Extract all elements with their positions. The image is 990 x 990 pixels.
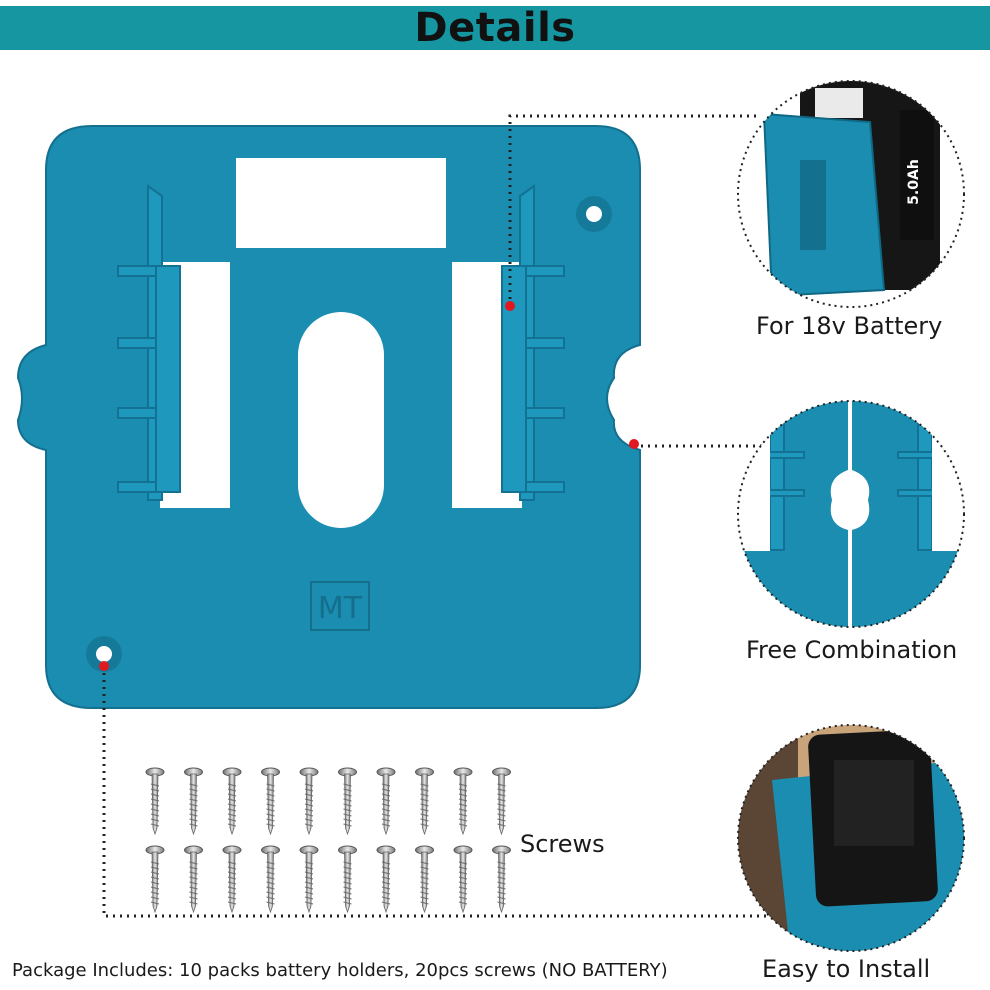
screw bbox=[261, 767, 280, 836]
screws-caption: Screws bbox=[520, 830, 605, 858]
screw bbox=[222, 767, 242, 836]
screws-image bbox=[145, 767, 511, 914]
screw bbox=[338, 845, 357, 914]
install-caption: Easy to Install bbox=[762, 955, 931, 983]
screw bbox=[453, 767, 473, 836]
battery-capacity-label: 5.0Ah bbox=[906, 159, 922, 205]
screw bbox=[338, 767, 357, 836]
screw bbox=[145, 845, 165, 914]
installed-thumbnail bbox=[737, 724, 965, 952]
screw bbox=[376, 767, 396, 836]
callout-leaders bbox=[102, 114, 770, 918]
screw bbox=[492, 845, 511, 914]
screw bbox=[376, 845, 396, 914]
screw-row bbox=[145, 767, 511, 836]
callout-markers bbox=[99, 301, 639, 671]
package-contents-note: Package Includes: 10 packs battery holde… bbox=[12, 960, 668, 981]
screw bbox=[299, 767, 319, 836]
screw bbox=[184, 845, 203, 914]
screw bbox=[222, 845, 242, 914]
screw bbox=[261, 845, 280, 914]
header-banner: Details bbox=[0, 5, 990, 51]
combination-caption: Free Combination bbox=[746, 636, 958, 664]
battery-holder-plate bbox=[16, 125, 641, 709]
screw-row bbox=[145, 845, 511, 914]
screw bbox=[415, 767, 434, 836]
screw bbox=[415, 845, 434, 914]
battery-caption: For 18v Battery bbox=[756, 312, 943, 340]
screw bbox=[299, 845, 319, 914]
combination-thumbnail bbox=[737, 400, 965, 628]
brand-logo: MT bbox=[318, 591, 363, 626]
screw bbox=[145, 767, 165, 836]
screw bbox=[492, 767, 511, 836]
screw bbox=[184, 767, 203, 836]
battery-fit-thumbnail bbox=[737, 80, 965, 308]
screw bbox=[453, 845, 473, 914]
page-title: Details bbox=[414, 5, 576, 51]
